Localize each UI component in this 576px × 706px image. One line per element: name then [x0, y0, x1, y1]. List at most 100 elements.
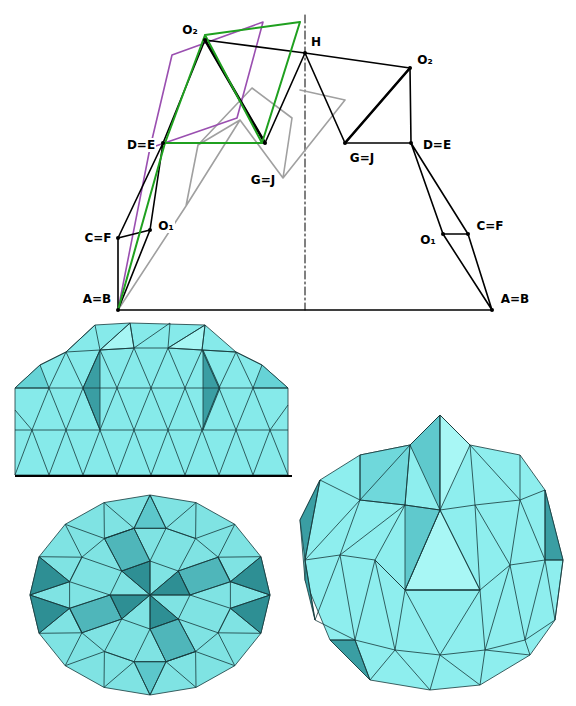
point-label-holder: O₁ — [419, 233, 436, 247]
dark-facet — [230, 595, 270, 633]
ground-line — [15, 475, 292, 477]
point-label: O₂ — [181, 23, 198, 37]
edge — [30, 495, 270, 695]
dark-facet — [300, 480, 320, 560]
perspective-silhouette — [300, 415, 563, 690]
green-position — [118, 22, 300, 310]
point-label-holder: C=F — [83, 231, 112, 245]
linkage — [116, 15, 494, 312]
point-label-holder: C=F — [475, 219, 504, 233]
joint — [116, 236, 120, 240]
joint — [303, 51, 307, 55]
front-edges — [15, 323, 288, 475]
edge — [405, 510, 480, 590]
edge — [405, 415, 475, 510]
edge — [70, 528, 231, 661]
dark-facet — [545, 490, 563, 560]
point-label: O₁ — [419, 233, 436, 247]
edge — [305, 555, 563, 590]
point-label: G=J — [349, 151, 375, 165]
edge — [49, 348, 253, 388]
front-silhouette — [15, 323, 288, 475]
point-label: A=B — [82, 292, 113, 306]
front-view — [15, 323, 292, 476]
point-label-holder: D=E — [126, 138, 156, 152]
joints — [116, 38, 494, 312]
point-label-holder: O₁ — [157, 219, 174, 233]
blade-facet — [150, 619, 196, 662]
edge — [320, 480, 405, 505]
edge — [475, 490, 545, 505]
symmetry-axis — [305, 15, 306, 310]
joint — [263, 141, 267, 145]
joint — [408, 66, 412, 70]
shaded-facet — [253, 365, 288, 388]
point-label-holder: H — [310, 35, 322, 49]
dark-facet — [330, 640, 370, 680]
joint — [161, 141, 165, 145]
point-label: D=E — [422, 138, 452, 152]
dark-facet — [30, 595, 70, 633]
purple-position — [118, 22, 263, 310]
perspective-view — [300, 415, 563, 690]
edge — [66, 323, 236, 352]
edge — [330, 640, 530, 690]
black-link-thick — [345, 68, 410, 143]
point-label: O₂ — [416, 53, 433, 67]
point-label: G=J — [250, 173, 276, 187]
dark-facet — [30, 557, 70, 595]
perspective-edges — [305, 415, 563, 690]
dark-facet — [203, 350, 220, 430]
point-label: C=F — [475, 219, 504, 233]
point-label: O₁ — [157, 219, 174, 233]
top-view — [30, 495, 270, 695]
light-facet — [100, 323, 134, 350]
black-linkage — [118, 40, 492, 310]
edge — [315, 620, 555, 655]
point-label-holder: D=E — [422, 138, 452, 152]
top-silhouette — [30, 495, 270, 695]
point-label-holder: A=B — [82, 292, 113, 306]
edge — [110, 561, 190, 629]
point-label: C=F — [83, 231, 112, 245]
edge — [360, 445, 520, 500]
joint — [490, 308, 494, 312]
point-label-holder: O₂ — [416, 53, 433, 67]
joint — [466, 232, 470, 236]
blade-facet — [104, 528, 150, 571]
point-label-holder: G=J — [250, 173, 276, 187]
point-label: A=B — [500, 292, 531, 306]
blade-facet — [178, 557, 230, 595]
point-label-holder: A=B — [500, 292, 531, 306]
edge — [15, 430, 288, 431]
shaded-facet — [360, 445, 410, 505]
shaded-facet — [15, 365, 49, 388]
edge — [305, 480, 405, 590]
point-label-holder: G=J — [349, 151, 375, 165]
top-edges — [30, 495, 270, 695]
joint — [203, 38, 207, 42]
joint — [441, 232, 445, 236]
point-label: H — [310, 35, 322, 49]
joint — [148, 228, 152, 232]
joint — [343, 141, 347, 145]
point-label: D=E — [126, 138, 156, 152]
grey-position — [118, 88, 345, 310]
edge — [70, 528, 231, 661]
shaded-facet — [134, 662, 166, 695]
shaded-facet — [410, 415, 440, 510]
point-label-holder: O₂ — [181, 23, 198, 37]
joint — [116, 308, 120, 312]
edge — [40, 348, 262, 365]
dark-facet — [230, 557, 270, 595]
edge — [110, 561, 190, 629]
shaded-facet — [134, 495, 166, 528]
dark-facet — [83, 350, 100, 430]
edge — [15, 388, 288, 430]
blade-facet — [70, 595, 122, 633]
edge — [475, 490, 545, 590]
light-facet — [440, 415, 470, 510]
